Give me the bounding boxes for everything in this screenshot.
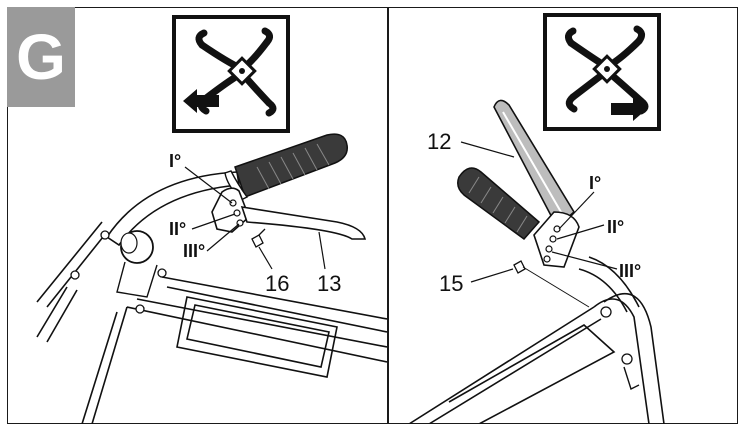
callout-12: 12 bbox=[427, 129, 451, 154]
callout-13: 13 bbox=[317, 271, 341, 296]
position-label-3: III° bbox=[619, 261, 641, 281]
position-bracket bbox=[533, 211, 580, 268]
position-label-1: I° bbox=[169, 151, 181, 171]
callout-16: 16 bbox=[265, 271, 289, 296]
position-label-1: I° bbox=[589, 173, 601, 193]
pin-15 bbox=[513, 260, 590, 308]
left-panel-illustration: I° II° III° 16 13 bbox=[36, 15, 387, 424]
position-bracket bbox=[211, 187, 250, 233]
position-label-2: II° bbox=[607, 217, 624, 237]
figure-letter: G bbox=[16, 21, 66, 93]
pin-16 bbox=[251, 228, 266, 248]
right-panel-illustration: 12 I° II° III° 15 bbox=[408, 13, 665, 424]
figure-badge: G bbox=[7, 7, 75, 107]
handle-grip bbox=[457, 167, 541, 241]
position-label-2: II° bbox=[169, 219, 186, 239]
tiller-tines-reverse-icon bbox=[172, 15, 290, 133]
callout-15: 15 bbox=[439, 271, 463, 296]
lever-12 bbox=[493, 99, 576, 229]
tiller-tines-forward-icon bbox=[543, 13, 661, 131]
lever-13 bbox=[240, 206, 367, 240]
position-label-3: III° bbox=[183, 241, 205, 261]
panel-divider bbox=[387, 7, 389, 424]
handle-grip bbox=[224, 133, 348, 201]
